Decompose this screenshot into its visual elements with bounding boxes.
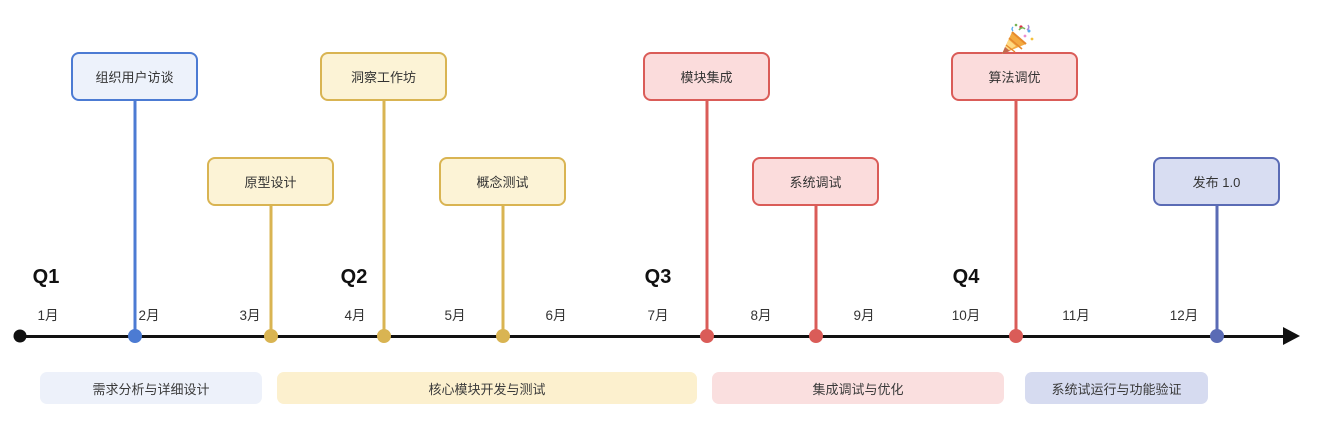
milestone-dot — [1008, 329, 1023, 343]
month-label: 2月 — [138, 308, 160, 323]
party-popper-icon — [1002, 23, 1034, 54]
month-label: 3月 — [239, 308, 261, 323]
quarter-label-q2: Q2 — [340, 266, 368, 288]
phase-bar-requirements-design: 需求分析与详细设计 — [40, 372, 262, 404]
milestone-box-algorithm-tuning: 算法调优 — [951, 52, 1078, 101]
milestone-dot — [127, 329, 142, 343]
milestone-stem — [382, 99, 385, 336]
phase-label: 需求分析与详细设计 — [92, 381, 210, 397]
month-label: 6月 — [545, 308, 567, 323]
month-label: 4月 — [344, 308, 366, 323]
milestone-stem — [705, 99, 708, 336]
milestone-box-release-1-0: 发布 1.0 — [1153, 157, 1280, 206]
milestone-dot — [495, 329, 510, 343]
milestone-label: 洞察工作坊 — [350, 70, 416, 85]
milestone-label: 模块集成 — [680, 70, 733, 85]
milestone-stem — [1014, 99, 1017, 336]
timeline-axis — [20, 335, 1286, 338]
milestone-label: 发布 1.0 — [1192, 175, 1241, 190]
milestone-stem — [501, 204, 504, 336]
phase-label: 核心模块开发与测试 — [428, 381, 546, 397]
arrow-right-icon — [1283, 327, 1300, 345]
month-label: 9月 — [853, 308, 875, 323]
milestone-dot — [263, 329, 278, 343]
milestone-dot — [376, 329, 391, 343]
milestone-stem — [269, 204, 272, 336]
milestone-label: 概念测试 — [476, 175, 529, 190]
milestone-dot — [1209, 329, 1224, 343]
milestone-box-concept-test: 概念测试 — [439, 157, 566, 206]
milestone-box-system-debug: 系统调试 — [752, 157, 879, 206]
milestone-stem — [814, 204, 817, 336]
milestone-label: 系统调试 — [789, 175, 842, 190]
month-label: 12月 — [1169, 308, 1199, 323]
phase-bar-core-module-dev-test: 核心模块开发与测试 — [277, 372, 697, 404]
milestone-box-user-interviews: 组织用户访谈 — [71, 52, 198, 101]
month-label: 5月 — [444, 308, 466, 323]
month-label: 7月 — [647, 308, 669, 323]
phase-label: 系统试运行与功能验证 — [1051, 381, 1182, 397]
milestone-box-module-integration: 模块集成 — [643, 52, 770, 101]
timeline-start-dot — [13, 329, 27, 343]
milestone-dot — [699, 329, 714, 343]
phase-bar-trial-run-validation: 系统试运行与功能验证 — [1025, 372, 1208, 404]
milestone-stem — [1215, 204, 1218, 336]
quarter-label-q4: Q4 — [952, 266, 980, 288]
quarter-label-q1: Q1 — [32, 266, 60, 288]
month-label: 10月 — [951, 308, 981, 323]
milestone-label: 算法调优 — [988, 70, 1041, 85]
quarter-label-q3: Q3 — [644, 266, 672, 288]
milestone-label: 组织用户访谈 — [95, 70, 174, 85]
milestone-dot — [808, 329, 823, 343]
phase-label: 集成调试与优化 — [812, 381, 904, 397]
milestone-box-insight-workshop: 洞察工作坊 — [320, 52, 447, 101]
milestone-stem — [133, 99, 136, 336]
month-label: 8月 — [750, 308, 772, 323]
milestone-label: 原型设计 — [244, 175, 297, 190]
phase-bar-integration-optimization: 集成调试与优化 — [712, 372, 1004, 404]
milestone-box-prototype-design: 原型设计 — [207, 157, 334, 206]
month-label: 11月 — [1062, 308, 1090, 323]
month-label: 1月 — [37, 308, 59, 323]
